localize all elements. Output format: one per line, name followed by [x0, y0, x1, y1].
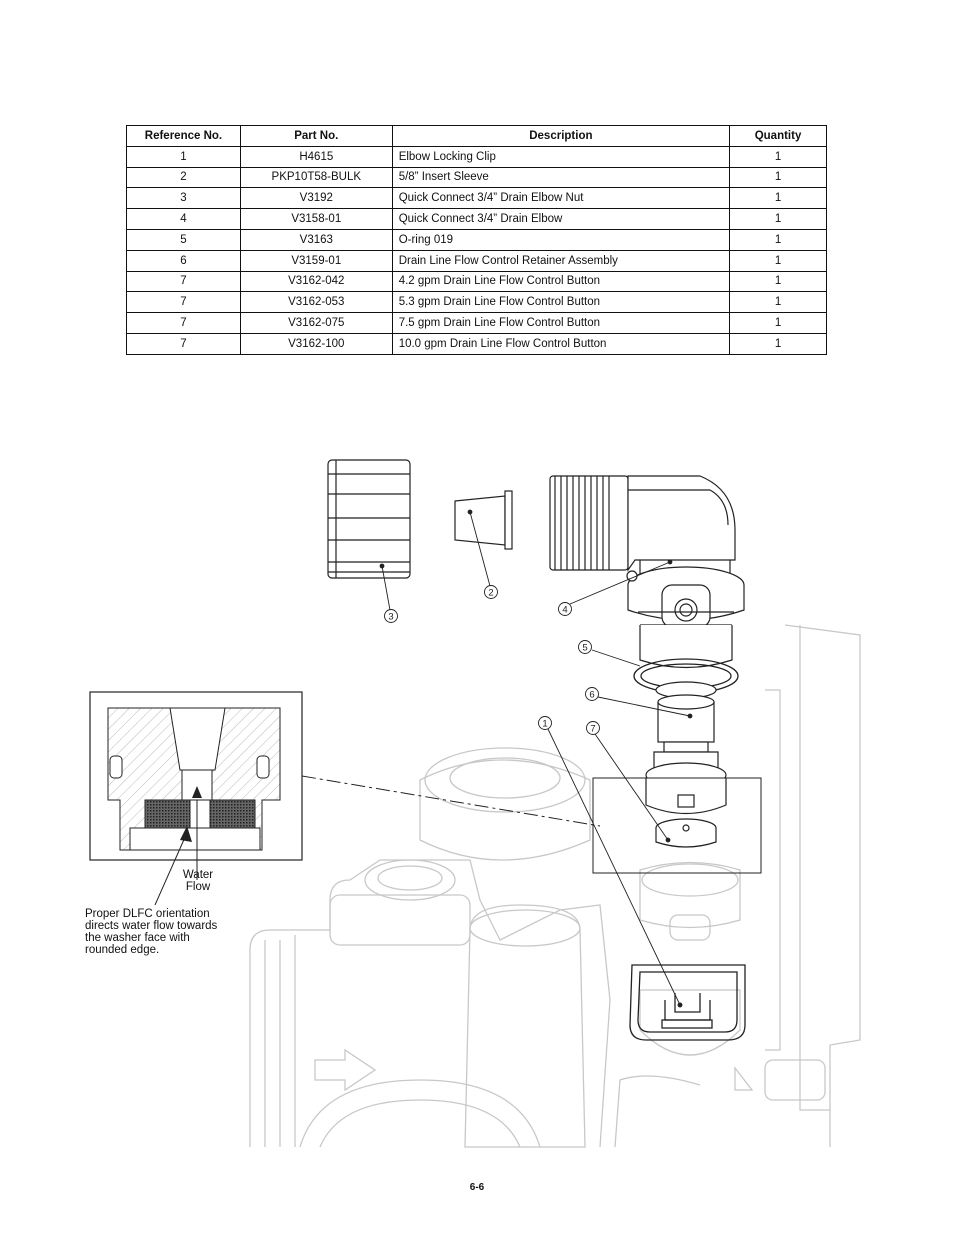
cross-section-inset	[89, 691, 303, 906]
callout-label-4: 4	[562, 605, 567, 616]
callout-label-1: 1	[542, 719, 547, 730]
water-flow-line-1: Water	[182, 869, 214, 881]
callout-2	[484, 585, 498, 599]
callout-numbers: 1 2 3 4 5 6 7	[388, 588, 595, 735]
callout-circles	[384, 585, 600, 735]
cell-desc: 5.3 gpm Drain Line Flow Control Button	[391, 291, 731, 314]
callout-7	[586, 721, 600, 735]
parts-table: Reference No. Part No. Description Quant…	[126, 125, 827, 355]
callout-label-3: 3	[388, 612, 393, 623]
callout-6	[585, 687, 599, 701]
cell-ref: 7	[126, 312, 241, 334]
orientation-note: Proper DLFC orientation directs water fl…	[85, 908, 218, 956]
cell-desc: Quick Connect 3/4” Drain Elbow	[391, 208, 731, 230]
callout-5	[578, 640, 592, 654]
cell-part: V3162-100	[239, 332, 393, 355]
page-number: 6-6	[469, 1182, 485, 1193]
cell-desc: 10.0 gpm Drain Line Flow Control Button	[391, 332, 731, 355]
leader-lines	[381, 511, 691, 1006]
callout-label-2: 2	[488, 588, 493, 599]
detail-zoom-box	[301, 775, 762, 874]
water-flow-label: Water Flow	[172, 869, 224, 893]
retainer-assembly-part	[645, 681, 727, 815]
flow-control-button-part	[655, 818, 717, 848]
elbow-locking-clip-part	[629, 964, 746, 1041]
callout-label-6: 6	[589, 690, 594, 701]
elbow-nut-part	[327, 459, 411, 579]
drain-elbow-part	[549, 475, 745, 669]
cell-qty: 1	[729, 332, 827, 355]
callout-label-5: 5	[582, 643, 587, 654]
valve-body-background	[249, 624, 861, 1148]
callout-1	[538, 716, 552, 730]
water-flow-line-2: Flow	[185, 881, 211, 893]
cell-desc: 7.5 gpm Drain Line Flow Control Button	[391, 312, 731, 334]
cell-part: V3158-01	[239, 208, 393, 230]
cell-ref: 7	[126, 332, 241, 355]
callout-3	[384, 609, 398, 623]
insert-sleeve-part	[454, 490, 513, 550]
callout-4	[558, 602, 572, 616]
callout-label-7: 7	[590, 724, 595, 735]
